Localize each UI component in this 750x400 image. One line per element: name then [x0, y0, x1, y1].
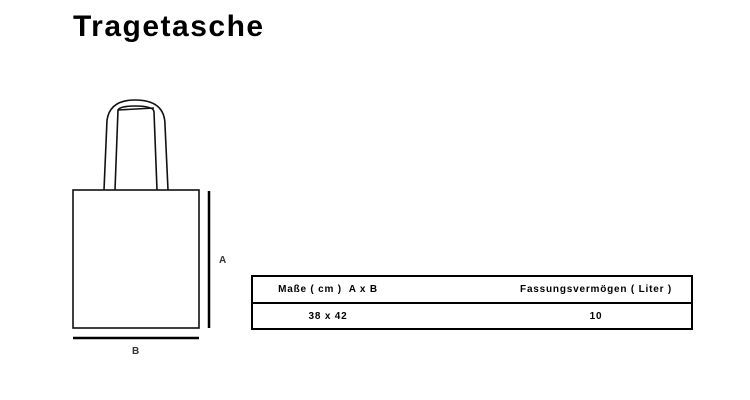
bag-handle-outer	[103, 99, 169, 191]
bag-handle-inner	[114, 105, 158, 191]
header-dimensions: Maße ( cm ) A x B	[278, 284, 378, 295]
dimensions-table: Maße ( cm ) A x B Fassungsvermögen ( Lit…	[251, 275, 693, 330]
table-row: 38 x 42 10	[253, 304, 691, 329]
header-capacity: Fassungsvermögen ( Liter )	[520, 284, 672, 295]
page-title: Tragetasche	[73, 10, 265, 43]
dimension-label-a: A	[219, 255, 227, 266]
cell-capacity: 10	[589, 311, 603, 322]
dimension-label-b: B	[132, 346, 140, 357]
table-header-row: Maße ( cm ) A x B Fassungsvermögen ( Lit…	[253, 277, 691, 304]
cell-dimensions: 38 x 42	[308, 311, 348, 322]
bag-body	[72, 189, 200, 329]
